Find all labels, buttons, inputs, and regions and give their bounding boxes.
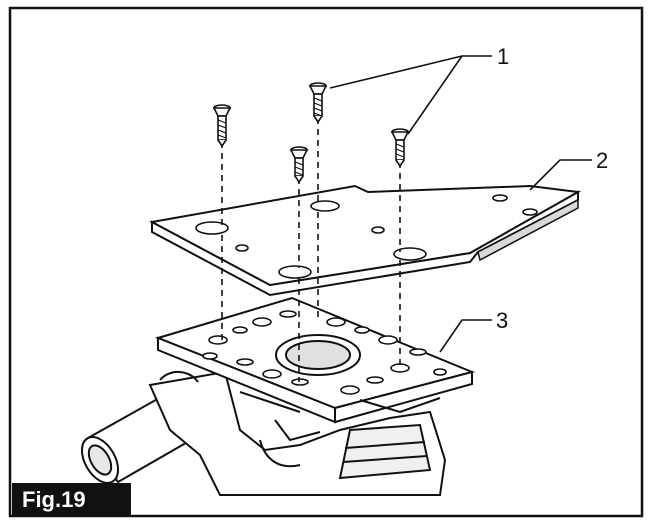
figure-border [8, 6, 644, 518]
callout-2: 2 [596, 148, 608, 173]
alignment-lines [221, 118, 401, 382]
screw-d [390, 128, 410, 168]
screws [212, 82, 410, 184]
screw-c [289, 146, 309, 184]
base-plate [154, 296, 476, 424]
figure-label: Fig.19 [12, 483, 131, 517]
sanding-pad [148, 184, 582, 297]
leader-lines [329, 55, 592, 353]
callout-3: 3 [496, 308, 508, 333]
callout-1: 1 [497, 44, 509, 69]
sander-body [80, 370, 447, 496]
screw-a [212, 104, 232, 148]
screw-b [308, 82, 328, 124]
